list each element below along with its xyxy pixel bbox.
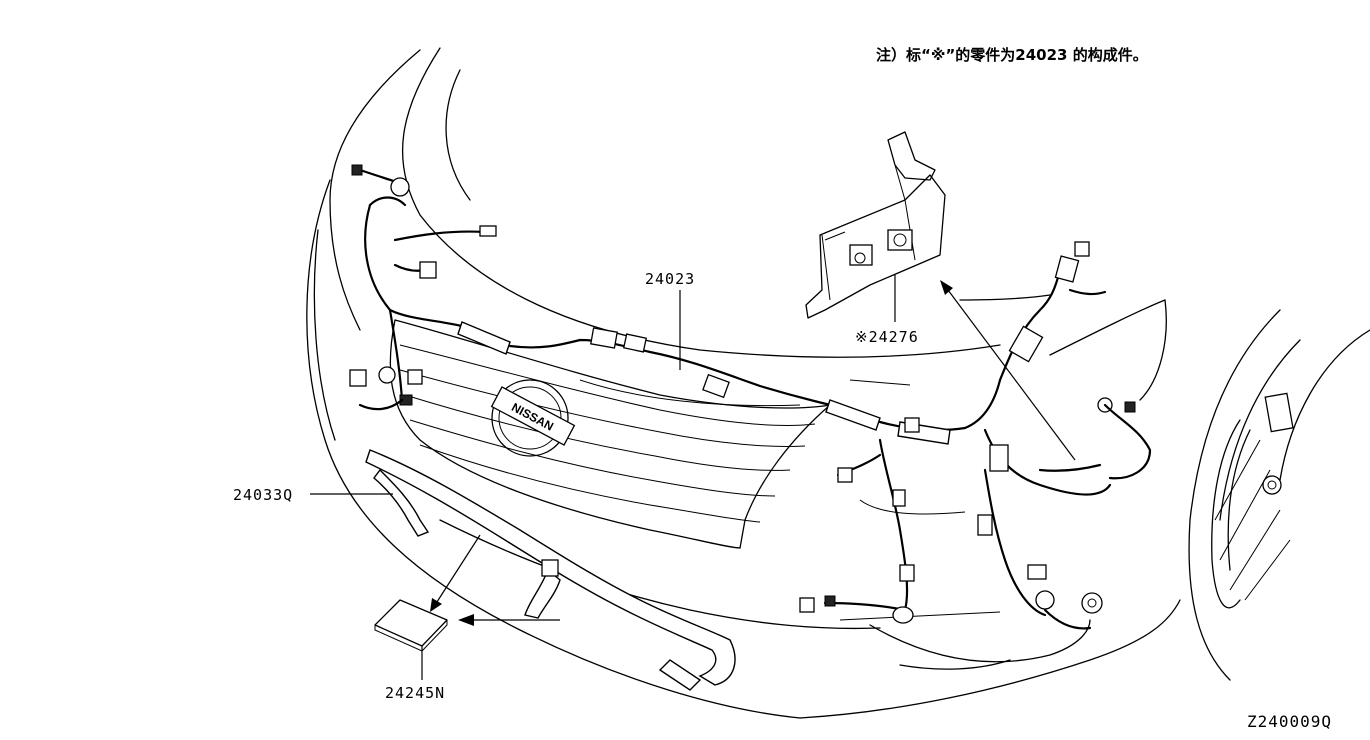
lower-harness-24033q: [365, 449, 736, 691]
part-label-24023[interactable]: 24023: [645, 270, 696, 288]
diagram-code: Z240009Q: [1247, 712, 1333, 731]
part-label-24245n[interactable]: 24245N: [385, 684, 446, 702]
note-text: 注）标“※”的零件为24023 的构成件。: [876, 46, 1148, 64]
part-label-24276[interactable]: ※24276: [855, 328, 919, 346]
leader-lines: [310, 275, 1076, 680]
main-harness-24023: [349, 164, 1152, 630]
bracket-24276: [805, 131, 946, 319]
car-body-outline: [306, 47, 1370, 719]
part-label-24033q[interactable]: 24033Q: [233, 486, 294, 504]
right-wheel: [1211, 392, 1294, 609]
front-grille: [389, 319, 831, 549]
nissan-emblem: NISSAN: [490, 379, 576, 457]
